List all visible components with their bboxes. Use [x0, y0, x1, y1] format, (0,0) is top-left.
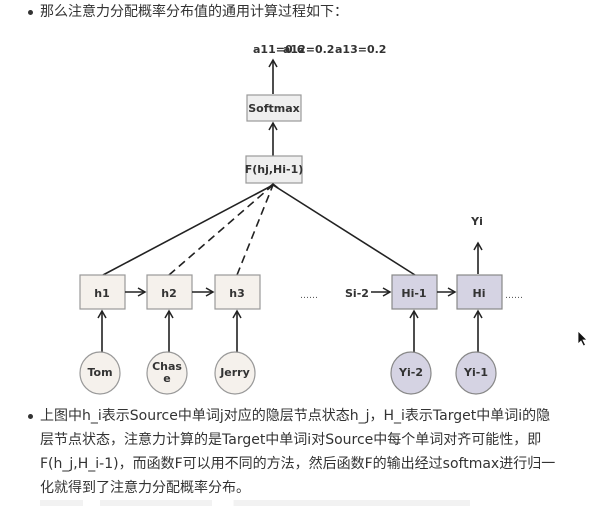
encoder-h2: h2: [146, 274, 193, 310]
encoder-h1-label: h1: [94, 287, 110, 300]
decoder-to-score-line: [272, 184, 416, 276]
bullet-dot: [28, 10, 33, 15]
input-yi-2-label: Yi-2: [398, 366, 423, 379]
encoder-h3: h3: [214, 274, 261, 310]
input-chase-label-line2: e: [163, 372, 170, 385]
h3-to-score-dashed-line: [236, 184, 274, 276]
input-jerry-label: Jerry: [219, 366, 250, 379]
decoder-hi-label: Hi: [473, 287, 486, 300]
input-node-tom: Tom: [79, 351, 121, 395]
decoder-prev-state-label: Si-2: [345, 287, 369, 300]
input-node-chase: Chas e: [146, 351, 188, 395]
input-node-yi-2: Yi-2: [390, 351, 432, 395]
explanation-bullet: 上图中h_i表示Source中单词j对应的隐层节点状态h_j，H_i表示Targ…: [28, 404, 558, 500]
encoder-ellipsis: ……: [300, 291, 318, 301]
encoder-h3-label: h3: [229, 287, 245, 300]
h1-to-score-line: [102, 184, 274, 276]
decoder-hi-1: Hi-1: [391, 274, 438, 310]
input-chase-label-line1: Chas: [152, 360, 182, 373]
bullet-dot: [28, 414, 33, 419]
encoder-h1: h1: [79, 274, 126, 310]
score-input-arrowhead: [266, 182, 279, 190]
decoder-output-label: Yi: [470, 215, 483, 228]
intro-text: 那么注意力分配概率分布值的通用计算过程如下：: [40, 4, 348, 20]
input-tom-label: Tom: [87, 366, 112, 379]
output-a12: a12=0.2: [283, 43, 334, 56]
score-function-label: F(hj,Hi-1): [245, 163, 304, 176]
output-a11: a11=0.6: [253, 43, 305, 56]
h2-to-score-dashed-line: [168, 184, 274, 276]
mouse-cursor-icon: [577, 330, 588, 347]
faded-next-line: [40, 500, 470, 506]
encoder-h2-label: h2: [161, 287, 177, 300]
input-node-yi-1: Yi-1: [455, 351, 497, 395]
attention-diagram: a11=0.6 a12=0.2 a13=0.2 Softmax F(hj,Hi-…: [79, 43, 523, 395]
decoder-hi-1-label: Hi-1: [401, 287, 426, 300]
score-function-box: [245, 155, 303, 184]
input-yi-1-label: Yi-1: [463, 366, 488, 379]
decoder-hi: Hi: [456, 274, 503, 310]
softmax-label: Softmax: [248, 102, 300, 115]
input-node-jerry: Jerry: [214, 351, 256, 395]
decoder-ellipsis: ……: [505, 291, 523, 301]
intro-bullet: 那么注意力分配概率分布值的通用计算过程如下：: [28, 0, 348, 24]
softmax-box: [246, 94, 302, 122]
output-a13: a13=0.2: [335, 43, 386, 56]
explanation-text: 上图中h_i表示Source中单词j对应的隐层节点状态h_j，H_i表示Targ…: [40, 408, 556, 496]
